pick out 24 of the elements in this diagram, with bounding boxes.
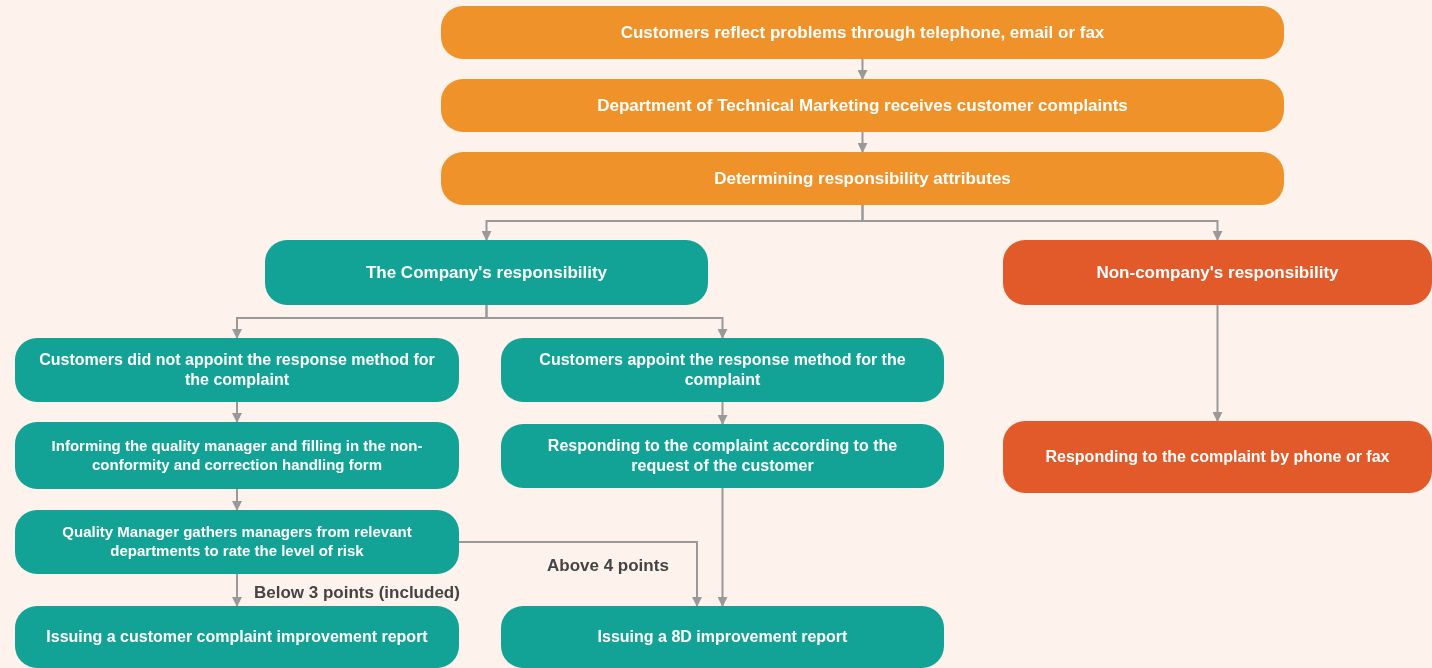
arrow bbox=[861, 204, 1223, 241]
arrow bbox=[857, 58, 868, 80]
arrow bbox=[717, 487, 728, 607]
arrow bbox=[857, 131, 868, 153]
process-box: Customers appoint the response method for the complaint bbox=[501, 338, 944, 402]
process-box: Quality Manager gathers managers from relevant departments to rate the level of risk bbox=[15, 510, 459, 574]
arrow bbox=[458, 541, 702, 607]
arrow bbox=[232, 573, 242, 607]
process-box: Issuing a customer complaint improvement report bbox=[15, 606, 459, 668]
arrow bbox=[485, 304, 728, 339]
process-box: Responding to the complaint by phone or fax bbox=[1003, 421, 1432, 493]
process-box: Customers did not appoint the response method for the complaint bbox=[15, 338, 459, 402]
process-box: Determining responsibility attributes bbox=[441, 152, 1284, 205]
process-box: Department of Technical Marketing receives customer complaints bbox=[441, 79, 1284, 132]
arrow bbox=[232, 401, 242, 423]
process-box: Informing the quality manager and filling in the non-conformity and correction handling form bbox=[15, 422, 459, 489]
arrow bbox=[232, 488, 242, 511]
arrow bbox=[717, 401, 728, 425]
process-box: Customers reflect problems through telephone, email or fax bbox=[441, 6, 1284, 59]
process-box: Responding to the complaint according to the request of the customer bbox=[501, 424, 944, 488]
process-box: The Company's responsibility bbox=[265, 240, 708, 305]
arrow bbox=[1212, 304, 1223, 422]
process-box: Non-company's responsibility bbox=[1003, 240, 1432, 305]
process-box: Issuing a 8D improvement report bbox=[501, 606, 944, 668]
